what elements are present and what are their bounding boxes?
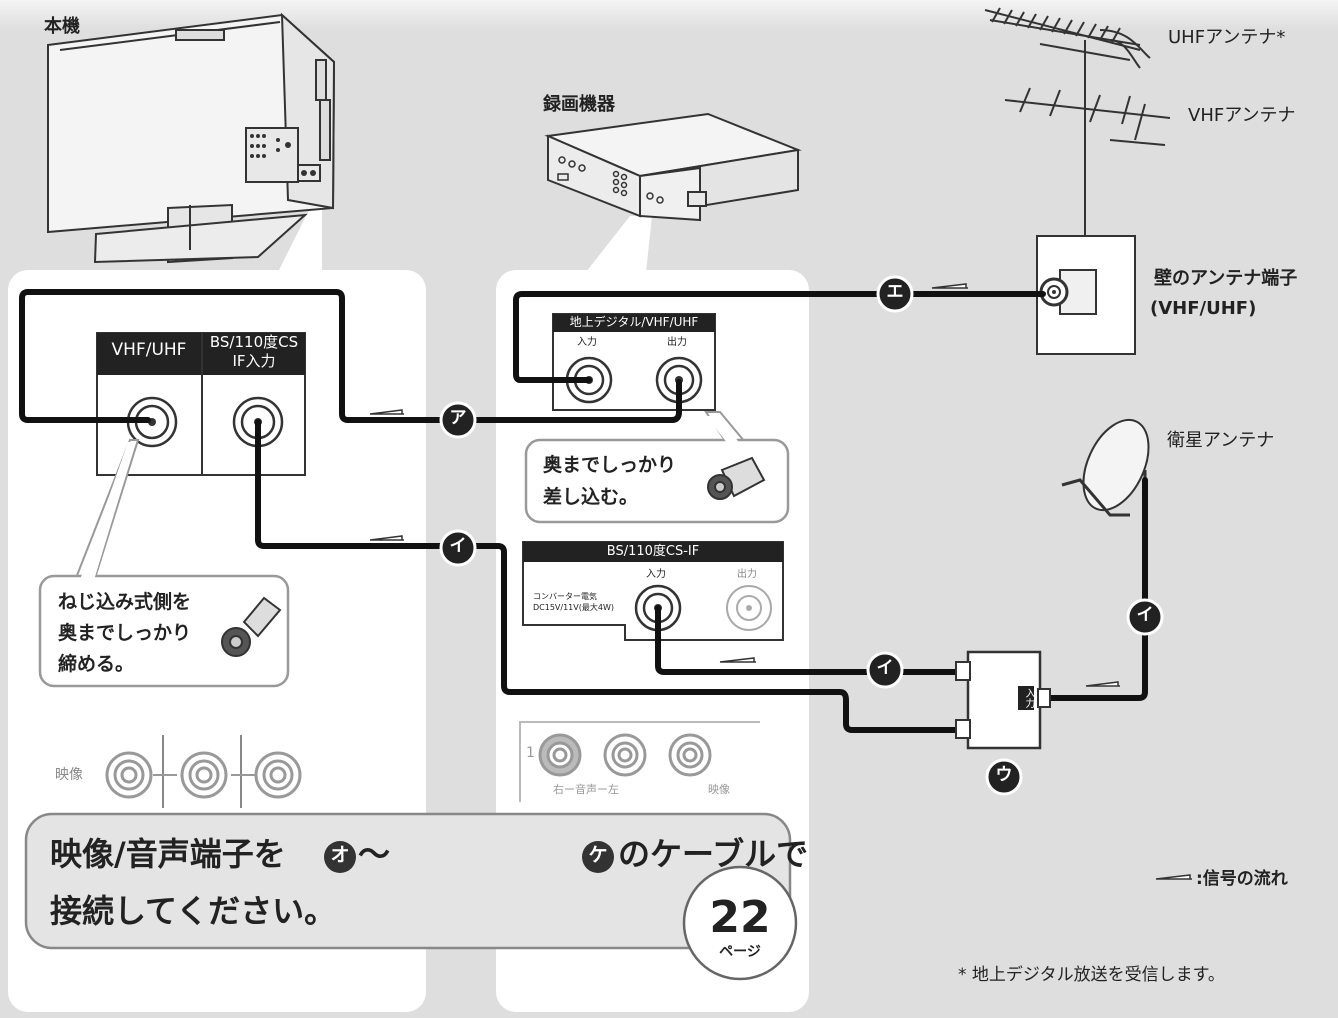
recorder-bs-header: BS/110度CS-IF (606, 544, 700, 559)
vhf-antenna-label: VHFアンテナ (1188, 105, 1296, 126)
marker-a: ア (449, 408, 467, 428)
recorder-terrestrial-header: 地上デジタル/VHF/UHF (569, 315, 699, 329)
marker-o: オ (330, 844, 350, 866)
footnote: * 地上デジタル放送を受信します。 (958, 965, 1225, 985)
signal-flow-legend: :信号の流れ (1196, 869, 1288, 889)
recorder-bs-in-label: 入力 (646, 569, 666, 580)
recorder-av-jacks (519, 721, 760, 802)
uhf-vhf-antenna (984, 7, 1171, 245)
banner-tilde: 〜 (358, 835, 391, 873)
satellite-dish (1061, 418, 1150, 517)
main-unit-label: 本機 (44, 16, 80, 37)
recorder-av-number: 1 (526, 745, 535, 761)
tv-av-jacks (105, 735, 302, 808)
recorder-bs-out-label: 出力 (737, 569, 757, 580)
wall-antenna-terminal (1036, 235, 1136, 355)
wall-terminal-label: 壁のアンテナ端子 (1154, 268, 1298, 289)
banner-line2: 接続してください。 (50, 892, 337, 930)
converter-power-spec: DC15V/11V(最大4W) (533, 603, 614, 612)
recorder-in-label: 入力 (577, 337, 597, 348)
tv-illustration (47, 12, 336, 264)
insert-callout-line2: 差し込む。 (543, 486, 639, 508)
marker-i-recorder: イ (876, 658, 894, 678)
screw-callout-line2: 奥までしっかり (58, 622, 192, 644)
recorder-illustration (544, 112, 802, 222)
screw-plug-icon (221, 596, 282, 657)
marker-e: エ (886, 282, 904, 302)
banner-line1-prefix: 映像/音声端子を (50, 835, 286, 873)
cables (19, 289, 1148, 733)
banner-line1-suffix: のケーブルで (618, 835, 809, 873)
marker-circles (439, 275, 1164, 796)
recorder-audio-label: 右ー音声ー左 (553, 783, 619, 796)
screw-callout (38, 439, 290, 688)
instruction-banner-shape (24, 812, 798, 981)
tv-bs-cs-header: BS/110度CS (209, 333, 299, 351)
recorder-out-label: 出力 (667, 337, 687, 348)
marker-i-satellite: イ (1136, 605, 1154, 625)
uhf-antenna-label: UHFアンテナ* (1168, 27, 1286, 48)
converter-power-label: コンバーター電気 (533, 592, 597, 601)
insert-callout (524, 411, 790, 524)
tv-vhf-uhf-header: VHF/UHF (111, 340, 187, 360)
tv-bs-cs-subheader: IF入力 (232, 352, 276, 370)
recorder-video-label: 映像 (708, 783, 730, 796)
satellite-antenna-label: 衛星アンテナ (1167, 430, 1275, 451)
marker-u: ウ (995, 765, 1013, 785)
tv-video-label: 映像 (55, 767, 83, 783)
marker-i-tv: イ (449, 536, 467, 556)
page-unit: ページ (719, 944, 761, 960)
splitter-input-label: 入力 (1023, 688, 1034, 708)
insert-callout-line1: 奥までしっかり (543, 454, 677, 476)
tv-connector-panel (96, 332, 306, 476)
f-plug-icon (707, 456, 766, 500)
recorder-label: 録画機器 (543, 94, 615, 115)
wall-terminal-sublabel: (VHF/UHF) (1150, 298, 1257, 319)
screw-callout-line3: 締める。 (58, 653, 135, 675)
screw-callout-line1: ねじ込み式側を (58, 591, 192, 613)
signal-arrows (369, 283, 1192, 880)
page-number: 22 (709, 892, 771, 943)
marker-ke: ケ (588, 844, 608, 866)
splitter (955, 650, 1051, 750)
